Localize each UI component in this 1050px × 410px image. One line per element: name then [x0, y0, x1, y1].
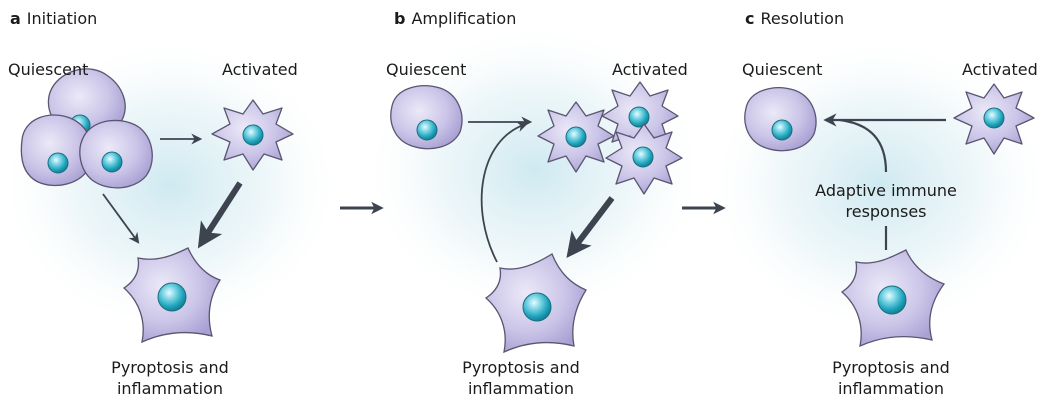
quiescent-cell-cluster-a: [20, 68, 153, 189]
nucleus: [565, 126, 587, 148]
panel-b-heading: b Amplification: [394, 9, 516, 28]
quiescent-cell-c: [744, 87, 817, 152]
nucleus: [628, 106, 650, 128]
nucleus: [416, 119, 438, 141]
panel-a-title: Initiation: [26, 9, 98, 28]
nucleus: [522, 292, 552, 322]
panel-a-heading: a Initiation: [10, 9, 97, 28]
nucleus: [242, 124, 264, 146]
panel-a-letter: a: [10, 9, 21, 28]
activated-label-a: Activated: [222, 60, 298, 79]
activated-label-b: Activated: [612, 60, 688, 79]
arrow-feedback-loop-b: [480, 121, 529, 263]
panel-c-letter: c: [745, 9, 755, 28]
nucleus: [877, 285, 907, 315]
adaptive-label-line1: Adaptive immune: [815, 181, 957, 200]
panel-c-title: Resolution: [760, 9, 845, 28]
quiescent-label-c: Quiescent: [742, 60, 823, 79]
quiescent-label-b: Quiescent: [386, 60, 467, 79]
pyroptotic-cell-a: [122, 247, 221, 344]
nucleus: [101, 151, 123, 173]
quiescent-label-a: Quiescent: [8, 60, 89, 79]
pyroptosis-label-a-line1: Pyroptosis and: [111, 358, 229, 377]
nucleus: [983, 107, 1005, 129]
arrow-adaptive-curve-c: [839, 118, 888, 173]
pyroptosis-label-c-line1: Pyroptosis and: [832, 358, 950, 377]
activated-cell-c: [953, 83, 1035, 155]
panel-c-heading: c Resolution: [745, 9, 844, 28]
activated-cell-cluster-b: [537, 81, 683, 195]
panel-b-title: Amplification: [411, 9, 517, 28]
pyroptotic-cell-c: [840, 249, 946, 348]
pyroptosis-label-c-line2: inflammation: [837, 379, 945, 398]
panel-b-letter: b: [394, 9, 406, 28]
arrow-quiescent-to-pyroptosis-a: [102, 193, 140, 244]
adaptive-label-line2: responses: [845, 202, 927, 221]
nucleus: [632, 146, 654, 168]
arrow-activated-to-pyroptosis-b: [566, 196, 615, 259]
quiescent-cell-b: [390, 85, 463, 150]
activated-label-c: Activated: [962, 60, 1038, 79]
pyroptosis-label-a-line2: inflammation: [116, 379, 224, 398]
nucleus: [157, 282, 187, 312]
pyroptosis-label-b-line2: inflammation: [467, 379, 575, 398]
arrow-activated-to-pyroptosis-a: [197, 181, 243, 249]
pyroptotic-cell-b: [484, 253, 587, 354]
nucleus: [771, 119, 793, 141]
pyroptosis-label-b-line1: Pyroptosis and: [462, 358, 580, 377]
nucleus: [47, 152, 69, 174]
activated-cell-a: [211, 99, 294, 171]
